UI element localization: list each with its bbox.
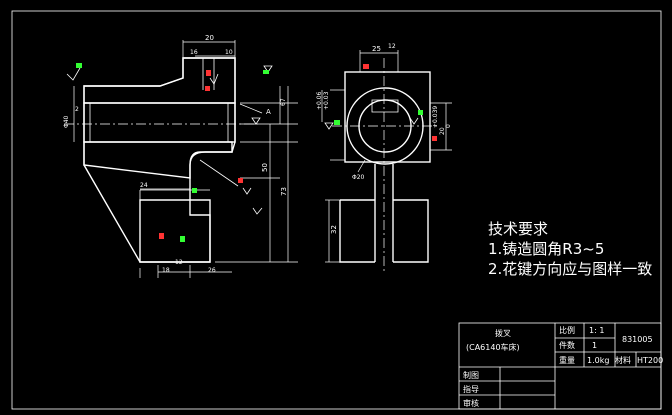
dim-tol-upper: +0.06 [316,91,323,110]
dim-tol-side: +0.039 [432,106,439,128]
dim-24: 24 [140,182,148,189]
dim-20-side: 20 [439,127,446,135]
dim-12: 12 [175,259,183,266]
tb-scale-value: 1: 1 [589,326,604,335]
roughness-symbols-front [66,63,273,242]
front-view: 20 16 10 Φ40 2 67 50 73 A 24 18 12 26 [63,34,298,278]
tb-part-name: 拨叉 [495,328,511,338]
tech-req-item-1: 1.铸造圆角R3~5 [488,240,604,258]
tech-req-title: 技术要求 [488,220,548,238]
front-outline [83,57,236,263]
dim-50: 50 [261,163,269,172]
front-bore [83,102,236,143]
roughness-symbols-side [324,64,437,141]
dim-18: 18 [162,267,170,274]
tb-material-value: HT200 [637,356,663,365]
tb-review-label: 审核 [463,398,479,408]
tb-qty-label: 件数 [559,340,575,350]
dim-tol-lower: +0.03 [323,91,330,110]
front-hatch-top [83,57,236,104]
dim-25: 25 [372,45,381,53]
dim-2: 2 [75,106,79,113]
dim-67: 67 [280,98,287,106]
tb-weight-label: 重量 [559,355,575,365]
side-block [344,71,431,163]
drawing-border [11,10,662,410]
tech-req-item-2: 2.花键方向应与图样一致 [488,260,652,278]
side-view: 25 12 +0.06 +0.03 +0.039 20 0 Φ20 32 [316,43,452,272]
side-keyway [371,99,399,113]
front-hatch-bottom [83,141,233,179]
tb-drawing-no: 831005 [622,335,653,344]
dim-12-side: 12 [388,43,396,50]
tb-material-label: 材料 [615,355,631,365]
tb-weight-value: 1.0kg [587,356,609,365]
tb-drawn-label: 制图 [463,370,479,380]
dim-16: 16 [190,49,198,56]
dim-0-side: 0 [445,124,452,128]
dim-A: A [266,108,271,116]
dim-26: 26 [208,267,216,274]
dim-phi40: Φ40 [63,115,70,128]
tb-qty-value: 1 [592,341,597,350]
title-block-lines [458,322,662,410]
dim-20: 20 [205,34,214,42]
dim-10: 10 [225,49,233,56]
tb-part-note: (CA6140车床) [466,342,520,352]
tb-scale-label: 比例 [559,325,575,335]
front-hatch-foot [139,199,211,263]
dim-phi20: Φ20 [352,174,365,181]
tb-guide-label: 指导 [463,384,479,394]
dim-73: 73 [280,187,288,196]
side-bore-inner [358,99,412,153]
dim-32: 32 [330,225,338,234]
